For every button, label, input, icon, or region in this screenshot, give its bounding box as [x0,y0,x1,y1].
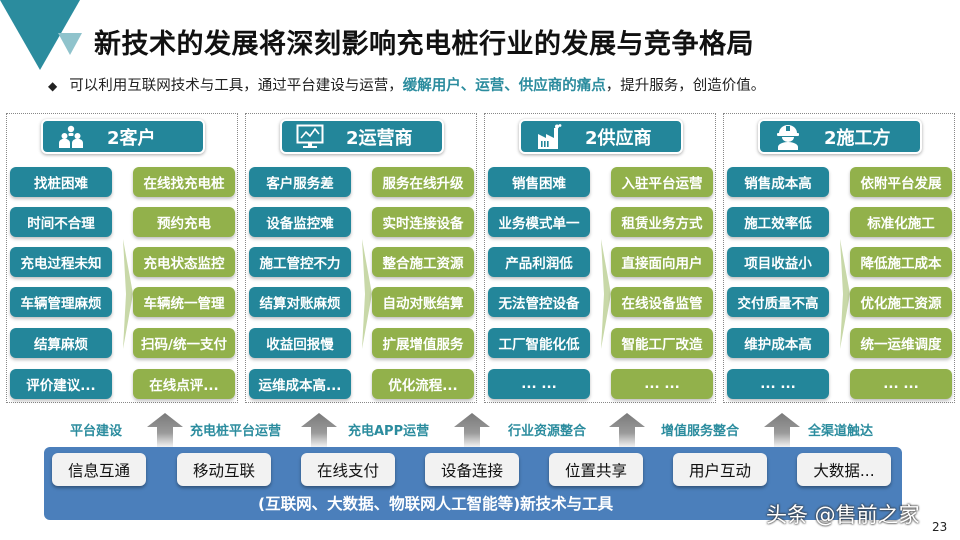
factory-icon [535,123,563,150]
flow-label: 全渠道触达 [808,424,874,439]
solution: 扫码/统一支付 [133,328,235,358]
chevron-right-icon [601,239,611,349]
solution: 预约充电 [133,207,235,237]
pain-point: 结算对账麻烦 [249,287,351,317]
solution: 充电状态监控 [133,247,235,277]
tech-chip: 位置共享 [549,453,643,486]
panel-header: 2供应商 [519,119,683,154]
solution: 实时连接设备 [372,207,474,237]
diamond-bullet-icon: ◆ [48,79,58,93]
flow-label: 增值服务整合 [661,424,740,439]
solution: 降低施工成本 [850,247,952,277]
pain-point: 评价建议... [10,369,112,399]
panel-title: 2客户 [107,127,156,149]
solution: 在线点评... [133,369,235,399]
solution: 标准化施工 [850,207,952,237]
solution: 车辆统一管理 [133,287,235,317]
solution: 在线设备监管 [611,287,713,317]
tech-chip: 用户互动 [673,453,767,486]
pain-point: ... ... [488,369,590,399]
flow-label: 充电桩平台运营 [190,424,282,439]
panel-title: 2施工方 [824,127,891,149]
monitor-chart-icon [296,124,324,150]
pain-point: 充电过程未知 [10,247,112,277]
subtitle-highlight: 缓解用户、运营、供应商的痛点 [402,78,606,94]
solution: 自动对账结算 [372,287,474,317]
arrow-up-icon [764,413,800,449]
solution: 依附平台发展 [850,167,952,197]
pain-point: 施工管控不力 [249,247,351,277]
arrow-up-icon [454,413,490,449]
pain-point: 时间不合理 [10,207,112,237]
pain-point: 运维成本高... [249,369,351,399]
panel-header: 2客户 [41,119,205,154]
pain-point: 设备监控难 [249,207,351,237]
base-caption: (互联网、大数据、物联网人工智能等)新技术与工具 [258,495,614,513]
solution: 整合施工资源 [372,247,474,277]
worker-helmet-icon [774,124,802,150]
pain-point: 维护成本高 [727,328,829,358]
panel-header: 2运营商 [280,119,444,154]
chevron-right-icon [840,239,850,349]
pain-point: 销售成本高 [727,167,829,197]
people-icon [57,124,85,150]
pain-point: 销售困难 [488,167,590,197]
page-number: 23 [932,520,948,534]
tech-chip: 在线支付 [301,453,395,486]
solution: ... ... [850,369,952,399]
solution: 服务在线升级 [372,167,474,197]
solution: 优化流程... [372,369,474,399]
chevron-right-icon [362,239,372,349]
pain-point: 无法管控设备 [488,287,590,317]
arrow-up-icon [301,413,337,449]
flow-label: 行业资源整合 [508,424,587,439]
solution: 在线找充电桩 [133,167,235,197]
chevron-right-icon [123,239,133,349]
tech-chip: 移动互联 [177,453,271,486]
arrow-up-icon [609,413,645,449]
solution: 智能工厂改造 [611,328,713,358]
subtitle-suffix: ，提升服务，创造价值。 [605,78,766,94]
pain-point: 车辆管理麻烦 [10,287,112,317]
panel-operator: 2运营商 客户服务差 设备监控难 施工管控不力 结算对账麻烦 收益回报慢 运维成… [245,113,477,403]
panel-title: 2运营商 [346,127,413,149]
panel-contractor: 2施工方 销售成本高 施工效率低 项目收益小 交付质量不高 维护成本高 ... … [723,113,955,403]
page-title: 新技术的发展将深刻影响充电桩行业的发展与竞争格局 [94,29,754,60]
tech-chip: 设备连接 [425,453,519,486]
solution: 入驻平台运营 [611,167,713,197]
flow-label: 平台建设 [70,424,123,439]
tech-chip: 信息互通 [52,453,146,486]
pain-point: 结算麻烦 [10,328,112,358]
pain-point: 施工效率低 [727,207,829,237]
pain-point: 产品利润低 [488,247,590,277]
panel-customer: 2客户 找桩困难 时间不合理 充电过程未知 车辆管理麻烦 结算麻烦 评价建议..… [6,113,238,403]
solution: 直接面向用户 [611,247,713,277]
arrow-up-icon [147,413,183,449]
tech-chip: 大数据... [797,453,891,486]
solution: 扩展增值服务 [372,328,474,358]
pain-point: 客户服务差 [249,167,351,197]
panel-supplier: 2供应商 销售困难 业务模式单一 产品利润低 无法管控设备 工厂智能化低 ...… [484,113,716,403]
panel-title: 2供应商 [585,127,652,149]
pain-point: 找桩困难 [10,167,112,197]
flow-label: 充电APP运营 [348,424,430,439]
pain-point: ... ... [727,369,829,399]
solution: ... ... [611,369,713,399]
solution: 统一运维调度 [850,328,952,358]
subtitle: ◆ 可以利用互联网技术与工具，通过平台建设与运营，缓解用户、运营、供应商的痛点，提… [48,74,765,95]
solution: 优化施工资源 [850,287,952,317]
subtitle-prefix: 可以利用互联网技术与工具，通过平台建设与运营， [69,78,403,94]
pain-point: 交付质量不高 [727,287,829,317]
pain-point: 工厂智能化低 [488,328,590,358]
pain-point: 项目收益小 [727,247,829,277]
watermark: 头条 @售前之家 [766,503,920,527]
panel-header: 2施工方 [758,119,922,154]
decor-triangle-small [58,33,82,55]
pain-point: 收益回报慢 [249,328,351,358]
solution: 租赁业务方式 [611,207,713,237]
pain-point: 业务模式单一 [488,207,590,237]
